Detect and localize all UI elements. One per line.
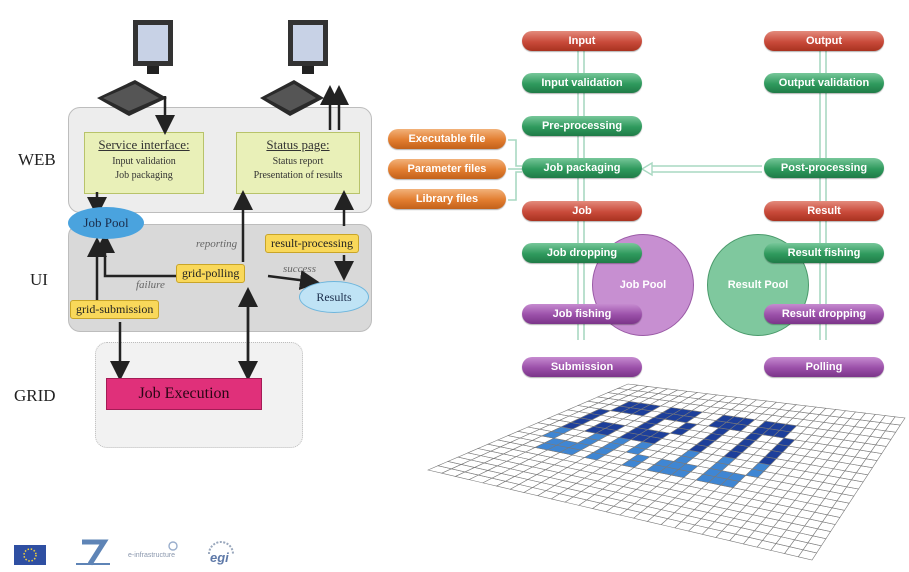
file-executable: Executable file	[388, 129, 506, 149]
result-processing-process: result-processing	[265, 234, 359, 253]
status-page-title: Status page:	[266, 137, 330, 152]
step-job-fishing: Job fishing	[522, 304, 642, 324]
status-page-line: Presentation of results	[253, 170, 343, 181]
service-interface-box: Service interface: Input validation Job …	[84, 132, 204, 194]
service-interface-line: Job packaging	[115, 170, 173, 181]
step-input: Input	[522, 31, 642, 51]
grid-submission-process: grid-submission	[70, 300, 160, 319]
step-result: Result	[764, 201, 884, 221]
service-interface-title: Service interface:	[98, 137, 190, 152]
results-node: Results	[299, 281, 369, 313]
left-diagram-connectors	[87, 85, 354, 381]
edge-label-failure: failure	[136, 279, 165, 291]
edge-label-success: success	[283, 263, 316, 275]
grid-cell	[889, 416, 906, 426]
computer-icon	[260, 20, 328, 116]
result-pool-circle-label: Result Pool	[727, 279, 789, 291]
e-infrastructure-logo: e-infrastructure	[128, 541, 192, 566]
egi-arc-icon	[208, 541, 234, 555]
step-output-validation: Output validation	[764, 73, 884, 93]
tier-label-ui: UI	[30, 270, 48, 289]
eu-flag-logo	[14, 545, 46, 565]
status-page-box: Status page: Status report Presentation …	[236, 132, 360, 194]
results-label: Results	[316, 290, 352, 304]
computer-icon	[97, 20, 173, 116]
step-submission: Submission	[522, 357, 642, 377]
e-infrastructure-text: e-infrastructure	[128, 552, 176, 559]
step-output: Output	[764, 31, 884, 51]
fp7-logo	[76, 539, 110, 566]
step-job-packaging: Job packaging	[522, 158, 642, 178]
step-job-dropping: Job dropping	[522, 243, 642, 263]
step-pre-processing: Pre-processing	[522, 116, 642, 136]
right-diagram-connectors	[508, 50, 827, 340]
tier-label-grid: GRID	[14, 386, 56, 405]
job-pool-circle-label: Job Pool	[619, 279, 667, 291]
service-interface-line: Input validation	[112, 156, 176, 167]
step-post-processing: Post-processing	[764, 158, 884, 178]
job-pool-label: Job Pool	[83, 215, 129, 230]
status-page-line: Status report	[272, 156, 324, 167]
step-result-fishing: Result fishing	[764, 243, 884, 263]
egi-text: egi	[210, 550, 229, 565]
step-result-dropping: Result dropping	[764, 304, 884, 324]
job-pool-node: Job Pool	[68, 207, 144, 239]
grid-polling-process: grid-polling	[176, 264, 246, 283]
step-polling: Polling	[764, 357, 884, 377]
tier-label-web: WEB	[18, 150, 56, 169]
step-input-validation: Input validation	[522, 73, 642, 93]
job-execution-label: Job Execution	[138, 385, 230, 402]
job-execution-box: Job Execution	[106, 378, 262, 410]
edge-label-reporting: reporting	[196, 238, 238, 250]
e-infrastructure-swirl-icon	[168, 541, 178, 551]
egi-logo: egi	[205, 541, 237, 567]
step-job: Job	[522, 201, 642, 221]
file-library: Library files	[388, 189, 506, 209]
file-parameter: Parameter files	[388, 159, 506, 179]
